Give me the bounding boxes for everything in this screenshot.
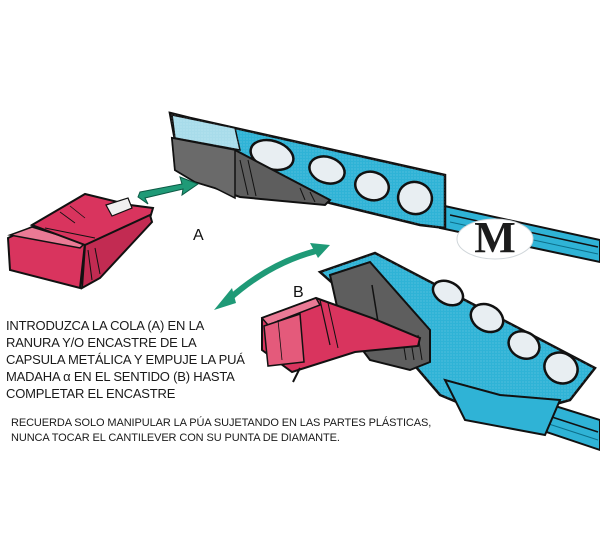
warning-text: RECUERDA SOLO MANIPULAR LA PÚA SUJETANDO…: [11, 416, 451, 446]
logo-letter: M: [474, 213, 516, 262]
label-b: B: [293, 284, 304, 301]
warning-line: RECUERDA SOLO MANIPULAR LA PÚA SUJETANDO…: [11, 417, 432, 429]
instruction-line: COMPLETAR EL ENCASTRE: [6, 386, 176, 401]
label-a: A: [193, 227, 204, 244]
instructions-text: INTRODUZCA LA COLA (A) EN LA RANURA Y/O …: [6, 317, 306, 402]
warning-line: NUNCA TOCAR EL CANTILEVER CON SU PUNTA D…: [11, 432, 340, 444]
stylus-loose: [6, 192, 155, 290]
instruction-line: RANURA Y/O ENCASTRE DE LA: [6, 335, 197, 350]
logo-oval-icon: [456, 218, 534, 260]
arrow-b: [214, 243, 330, 310]
headshell-top: [168, 111, 600, 264]
instruction-line: INTRODUZCA LA COLA (A) EN LA: [6, 318, 205, 333]
instruction-line: MADAHA α EN EL SENTIDO (B) HASTA: [6, 369, 235, 384]
brand-logo: M: [455, 213, 535, 263]
arrow-a: [137, 176, 200, 205]
headshell-bottom: [260, 251, 600, 452]
instruction-line: CAPSULA METÁLICA Y EMPUJE LA PUÁ: [6, 352, 245, 367]
